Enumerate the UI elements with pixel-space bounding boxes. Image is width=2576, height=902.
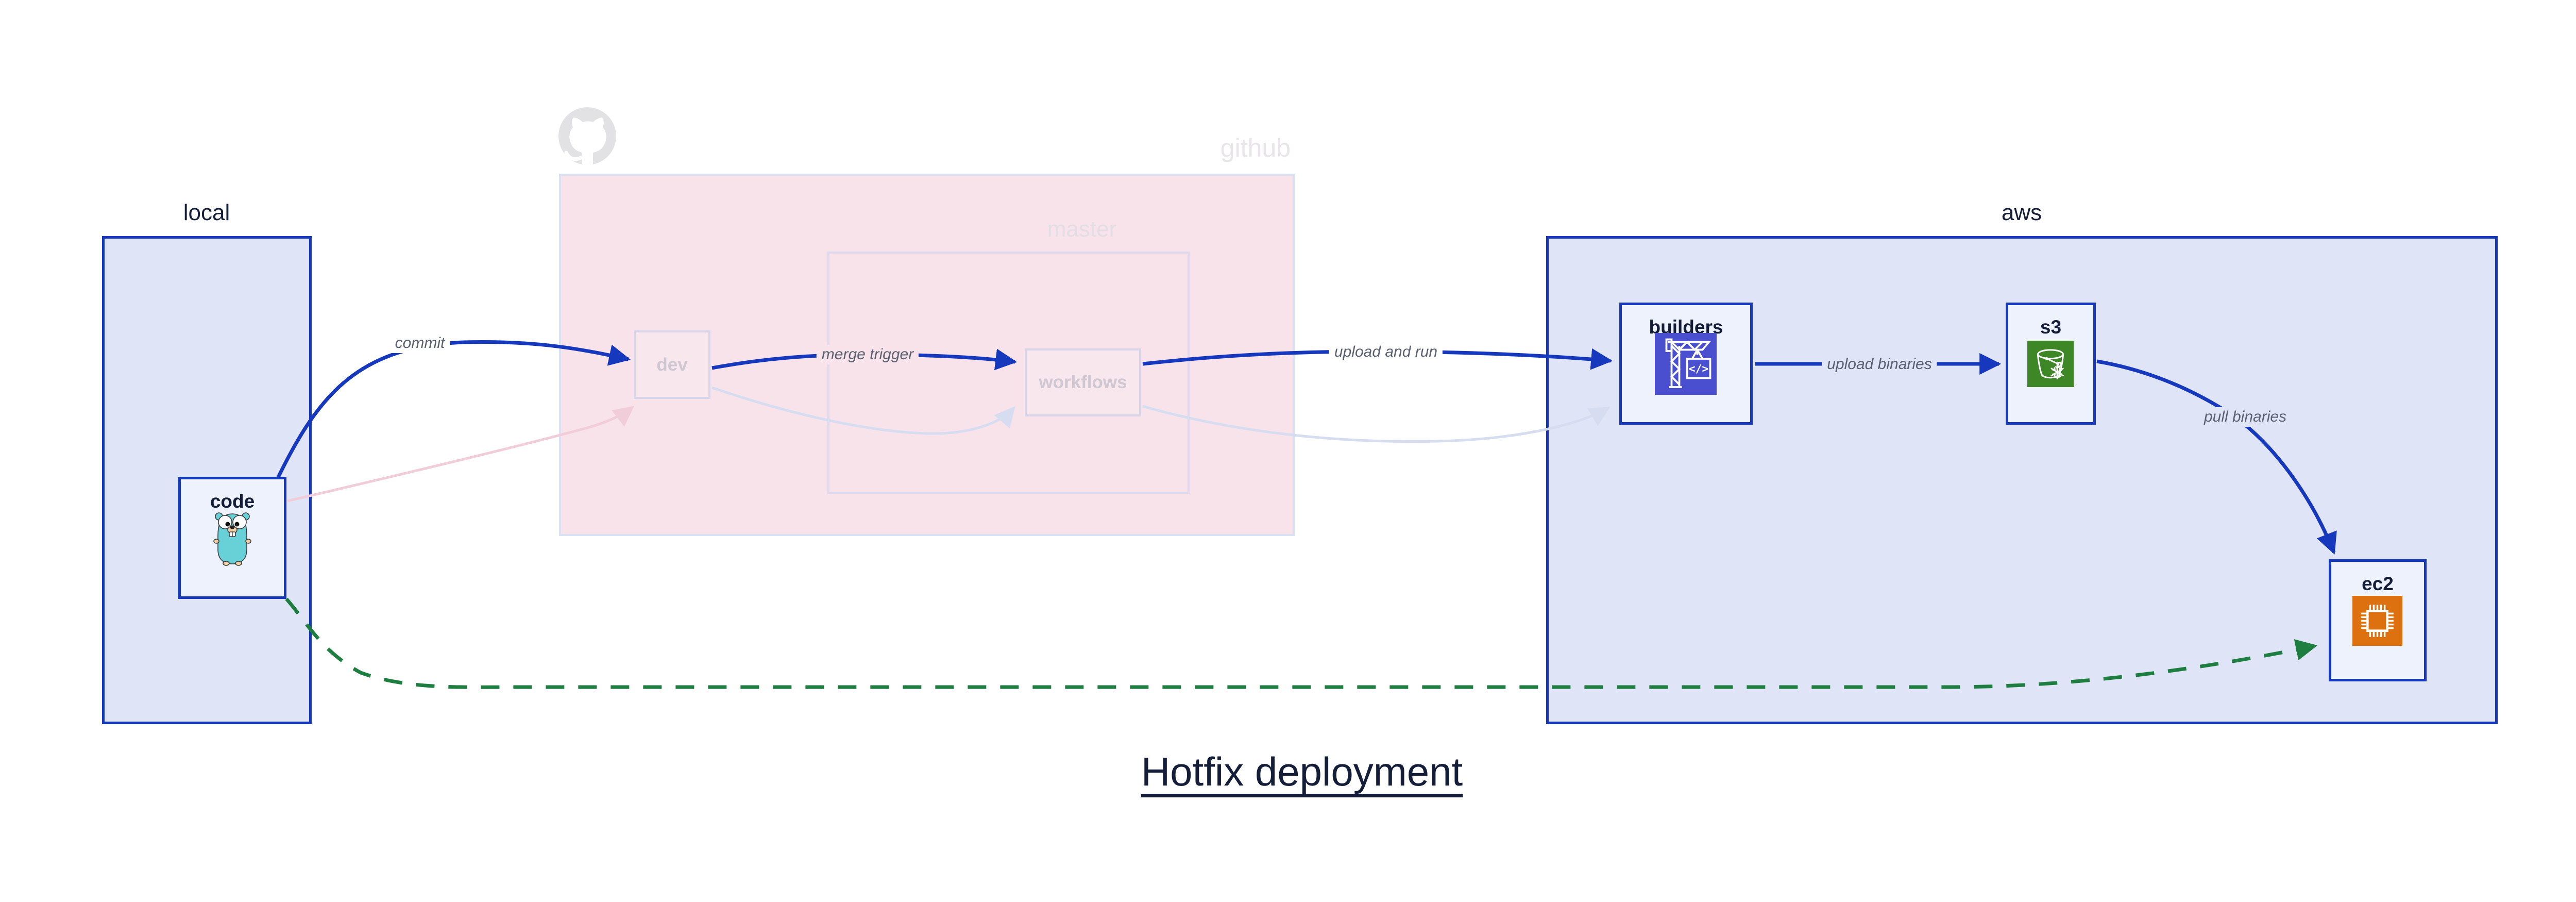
node-code-label: code <box>210 491 255 512</box>
node-dev: dev <box>634 330 710 399</box>
aws-codebuild-icon: </> <box>1655 333 1717 395</box>
aws-cluster-label: aws <box>2001 200 2042 225</box>
octocat-silhouette <box>564 118 606 165</box>
master-cluster-box <box>827 252 1190 494</box>
master-cluster-label: master <box>1047 216 1117 242</box>
node-ec2-label: ec2 <box>2362 573 2394 594</box>
node-s3-label: s3 <box>2040 316 2062 338</box>
github-octocat-icon <box>558 107 616 165</box>
edge-code-dev-faded <box>287 406 635 503</box>
svg-text:</>: </> <box>1689 362 1708 375</box>
local-cluster-label: local <box>183 200 230 225</box>
node-workflows: workflows <box>1025 348 1141 416</box>
edge-dev-workflows-faded <box>711 386 1015 435</box>
edge-s3-ec2-pull-binaries <box>2096 359 2337 555</box>
edge-label-pull-binaries: pull binaries <box>2198 407 2292 427</box>
aws-s3-bucket-icon <box>2027 341 2074 387</box>
edge-workflows-builders-faded <box>1142 405 1611 443</box>
go-gopher-icon <box>213 512 251 566</box>
edge-label-commit: commit <box>389 333 450 353</box>
github-cluster-label: github <box>1220 133 1291 162</box>
edge-label-upload-binaries: upload binaries <box>1822 355 1937 374</box>
node-dev-label: dev <box>656 355 688 375</box>
edge-label-upload-and-run: upload and run <box>1329 342 1443 362</box>
diagram-title: Hotfix deployment <box>1141 749 1463 794</box>
edge-label-merge-trigger: merge trigger <box>816 345 919 364</box>
aws-ec2-chip-icon <box>2352 596 2402 646</box>
node-workflows-label: workflows <box>1039 372 1127 392</box>
edge-code-dev-commit <box>275 340 631 480</box>
edge-code-ec2-hotfix-dashed <box>285 597 2318 689</box>
